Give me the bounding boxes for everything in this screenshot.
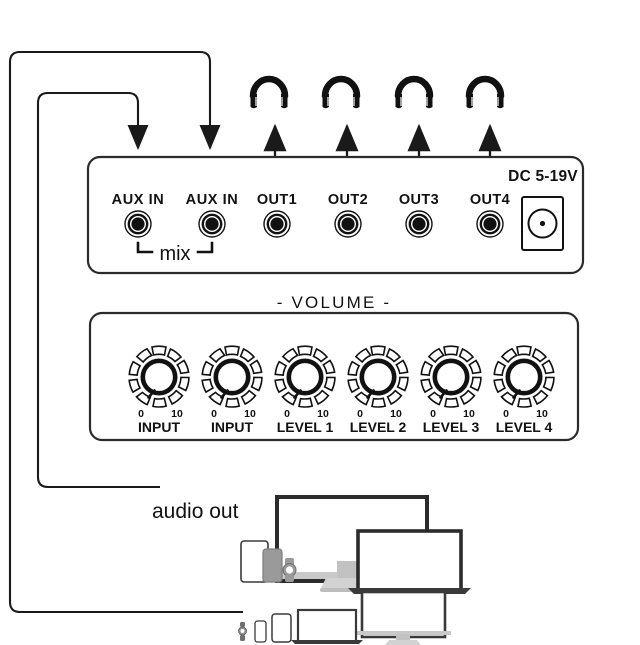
output-arrow-group xyxy=(263,123,502,160)
dc-power-jack[interactable] xyxy=(521,196,564,251)
volume-title: - VOLUME - xyxy=(277,293,392,312)
dc-power-label: DC 5-19V xyxy=(508,168,578,185)
device-cluster-upper xyxy=(240,495,471,594)
audio-out-label: audio out xyxy=(152,500,239,523)
out1-jack[interactable] xyxy=(263,210,291,238)
knob-input-1-max: 10 xyxy=(171,408,183,420)
headphone-2 xyxy=(323,79,360,108)
headphone-4 xyxy=(467,79,504,108)
knob-level-1-max: 10 xyxy=(317,408,329,420)
headphone-3 xyxy=(396,79,433,108)
out4-jack[interactable] xyxy=(476,210,504,238)
out2-label: OUT2 xyxy=(328,192,368,208)
knob-level-3-max: 10 xyxy=(463,408,475,420)
knob-level-1-min: 0 xyxy=(284,408,290,420)
device-laptop-small xyxy=(291,608,363,644)
aux-in-1-label: AUX IN xyxy=(112,192,165,208)
headphone-1 xyxy=(251,79,288,108)
knob-input-2-label: INPUT xyxy=(211,419,253,435)
volume-panel xyxy=(88,311,580,442)
cable-inner xyxy=(36,91,160,489)
knob-level-3-label: LEVEL 3 xyxy=(423,419,480,435)
out1-label: OUT1 xyxy=(257,192,297,208)
knob-level-4-min: 0 xyxy=(503,408,509,420)
aux-in-2-label: AUX IN xyxy=(186,192,239,208)
out4-label: OUT4 xyxy=(470,192,510,208)
device-watch-small xyxy=(238,622,247,641)
knob-level-2-max: 10 xyxy=(390,408,402,420)
out2-jack[interactable] xyxy=(334,210,362,238)
knob-input-1-min: 0 xyxy=(138,408,144,420)
knob-level-1-label: LEVEL 1 xyxy=(277,419,334,435)
out3-label: OUT3 xyxy=(399,192,439,208)
out3-jack[interactable] xyxy=(405,210,433,238)
knob-input-1-label: INPUT xyxy=(138,419,180,435)
headphone-group xyxy=(251,79,504,108)
device-laptop xyxy=(348,529,471,594)
aux-in-1-jack[interactable] xyxy=(124,210,152,238)
device-phone xyxy=(262,548,283,583)
device-phone-small xyxy=(254,620,267,643)
knob-level-2-min: 0 xyxy=(357,408,363,420)
knob-input-2-max: 10 xyxy=(244,408,256,420)
knob-level-2-label: LEVEL 2 xyxy=(350,419,407,435)
aux-in-2-jack[interactable] xyxy=(198,210,226,238)
knob-level-4-max: 10 xyxy=(536,408,548,420)
device-watch xyxy=(282,558,297,582)
device-monitor-small xyxy=(356,590,451,645)
knob-level-3-min: 0 xyxy=(430,408,436,420)
device-cluster-lower xyxy=(238,590,451,645)
device-tablet-small xyxy=(271,613,292,643)
mix-label: mix xyxy=(159,243,190,265)
mix-bracket xyxy=(136,241,214,254)
cable-outer xyxy=(8,50,243,614)
knob-level-4-label: LEVEL 4 xyxy=(496,419,553,435)
knob-input-2-min: 0 xyxy=(211,408,217,420)
